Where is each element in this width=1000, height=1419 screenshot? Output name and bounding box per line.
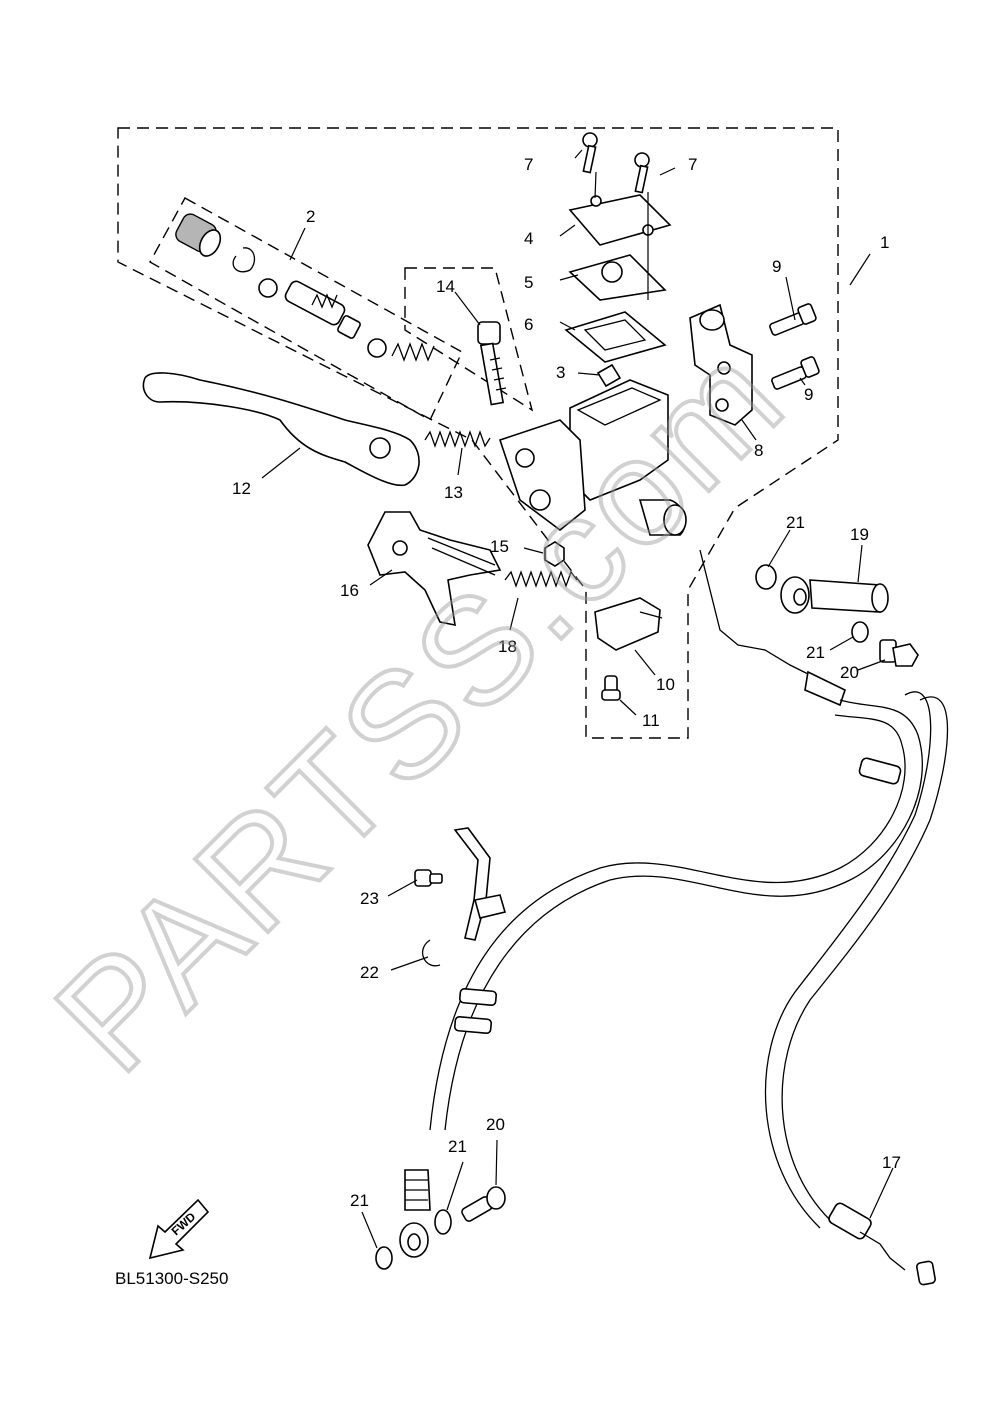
clamp-bolt-9a — [769, 303, 817, 336]
callout-23: 23 — [360, 889, 379, 908]
hose-bracket — [421, 827, 507, 967]
spring-13 — [424, 430, 491, 448]
diagram-code: BL51300-S250 — [115, 1269, 228, 1288]
callout-1: 1 — [880, 233, 889, 252]
brake-hose-17 — [429, 691, 949, 1229]
washer-21c — [434, 1209, 452, 1235]
callout-6: 6 — [524, 315, 533, 334]
spring-18 — [504, 570, 578, 588]
callout-2: 2 — [306, 207, 315, 226]
callout-8: 8 — [754, 441, 763, 460]
callout-11: 11 — [642, 711, 660, 730]
washer-21a — [755, 564, 777, 590]
washer-21d — [375, 1246, 393, 1270]
callout-7a: 7 — [524, 155, 533, 174]
hose-end-fitting-17 — [828, 1202, 936, 1286]
callout-16: 16 — [340, 581, 359, 600]
union-bolt-20a — [879, 639, 919, 667]
pivot-bolt-14 — [477, 321, 507, 406]
brake-lever-12 — [142, 372, 420, 487]
nut-15 — [544, 541, 565, 567]
clamp-bolt-9b — [771, 356, 820, 390]
callout-13: 13 — [444, 483, 463, 502]
banjo-fitting-19 — [780, 576, 889, 614]
bleeder-clip-3 — [596, 363, 622, 388]
callout-21a: 21 — [786, 513, 805, 532]
callout-22: 22 — [360, 963, 379, 982]
callout-15: 15 — [490, 537, 509, 556]
washer-21b — [851, 621, 869, 643]
screw-7b — [634, 152, 650, 194]
watermark: PARTSS.com — [24, 311, 816, 1103]
callout-3: 3 — [556, 363, 565, 382]
callout-12: 12 — [232, 479, 251, 498]
screw-7a — [582, 132, 598, 174]
master-cylinder-body — [498, 379, 687, 536]
fwd-arrow-icon: FWD — [148, 1198, 210, 1260]
callout-20a: 20 — [840, 663, 859, 682]
brake-switch-10 — [594, 597, 661, 651]
handlebar-clamp-8 — [689, 303, 753, 426]
assembly-boundary-1 — [117, 127, 839, 739]
callout-10: 10 — [656, 675, 675, 694]
callout-9a: 9 — [772, 257, 781, 276]
lever-holder-16 — [367, 511, 502, 627]
lower-banjo — [399, 1169, 431, 1258]
subassembly-boundary-14 — [404, 267, 534, 412]
switch-wire — [699, 549, 821, 681]
callout-21d: 21 — [350, 1191, 369, 1210]
callout-18: 18 — [498, 637, 517, 656]
callout-17: 17 — [882, 1153, 901, 1172]
reservoir-cap-4 — [568, 194, 672, 246]
callout-4: 4 — [524, 229, 533, 248]
subassembly-boundary-2 — [149, 197, 463, 421]
callout-19: 19 — [850, 525, 869, 544]
bracket-bolt-23 — [414, 869, 443, 887]
callout-20b: 20 — [486, 1115, 505, 1134]
leader-lines — [261, 149, 894, 1249]
lever-pivot-12 — [369, 437, 391, 459]
switch-screw-11 — [601, 675, 621, 701]
callout-labels: 1 2 3 4 5 6 7 7 8 9 9 10 11 12 13 14 15 … — [232, 155, 901, 1210]
callout-7b: 7 — [688, 155, 697, 174]
piston-kit — [175, 213, 435, 362]
diaphragm-6 — [564, 311, 667, 363]
callout-14: 14 — [436, 277, 455, 296]
callout-9b: 9 — [804, 385, 813, 404]
callout-21b: 21 — [806, 643, 825, 662]
callout-21c: 21 — [448, 1137, 467, 1156]
callout-5: 5 — [524, 273, 533, 292]
union-bolt-20b — [461, 1186, 506, 1222]
